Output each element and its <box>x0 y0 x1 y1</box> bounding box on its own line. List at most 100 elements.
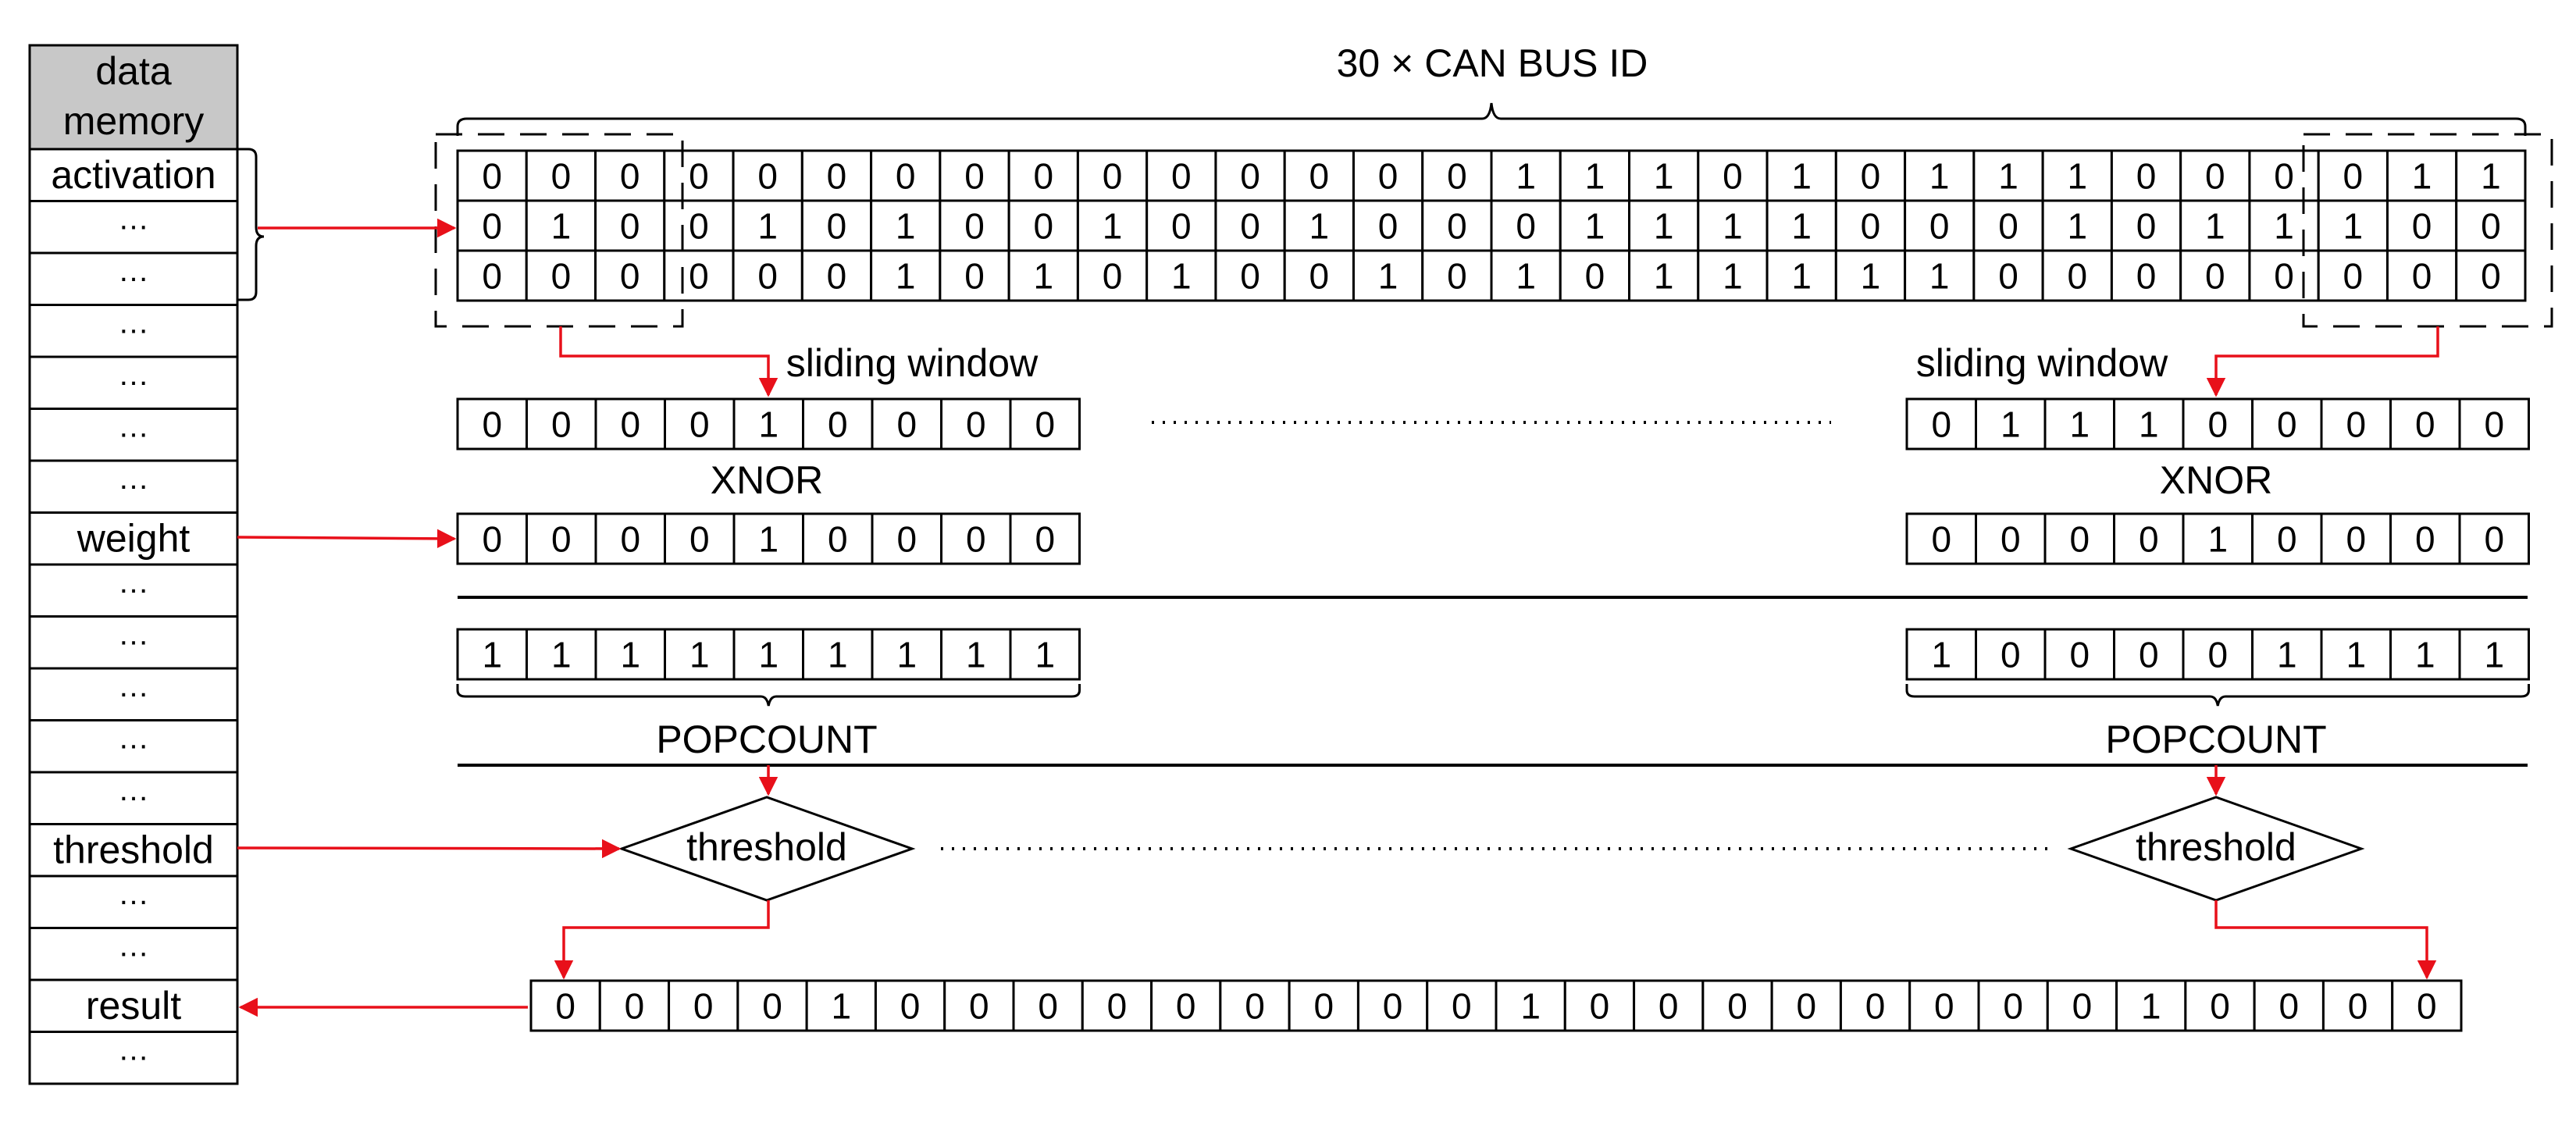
activation-row-3-value: 0 <box>1240 256 1260 297</box>
activation-row-3-cell <box>594 249 666 302</box>
memory-row-9 <box>28 563 239 618</box>
memory-row-ellipsis: … <box>118 461 149 496</box>
memory-row-ellipsis: … <box>118 618 149 652</box>
activation-row-3-value: 1 <box>1791 256 1812 297</box>
flattened-window-left-cell <box>802 397 874 451</box>
result-row-cell <box>736 979 808 1032</box>
activation-row-1-cell <box>594 149 666 202</box>
sliding-window-label-left: sliding window <box>786 341 1039 385</box>
flattened-window-right-value: 0 <box>2484 404 2504 445</box>
result-row-value: 0 <box>1865 986 1886 1027</box>
activation-row-2-value: 0 <box>2136 206 2157 247</box>
activation-row-3-cell <box>1628 249 1700 302</box>
result-row-cell <box>1977 979 2049 1032</box>
activation-row-3-value: 0 <box>2067 256 2087 297</box>
activation-row-3-value: 1 <box>1378 256 1398 297</box>
activation-row-3-value: 0 <box>757 256 778 297</box>
activation-row-1-cell <box>1076 149 1149 202</box>
threshold-arrow <box>237 839 622 859</box>
memory-row-7 <box>28 459 239 514</box>
result-row-cell <box>943 979 1015 1032</box>
result-row-value: 0 <box>1107 986 1128 1027</box>
activation-row-3-cell <box>939 249 1010 302</box>
activation-row-3-cell <box>2317 249 2389 302</box>
xnor-result-left-value: 1 <box>758 635 779 675</box>
flattened-window-left-cell <box>871 397 942 451</box>
activation-row-2-cell <box>1972 199 2044 252</box>
activation-row-2-cell <box>663 199 735 252</box>
weight-row-left-value: 0 <box>689 519 710 560</box>
sliding-window-label-right: sliding window <box>1916 341 2168 385</box>
activation-row-1-value: 1 <box>2481 156 2501 197</box>
activation-row-1-value: 1 <box>1791 156 1812 197</box>
xnor-result-right-value: 0 <box>2207 635 2228 675</box>
weight-row-left-value: 0 <box>828 519 848 560</box>
activation-row-1-value: 0 <box>1723 156 1743 197</box>
memory-row-5 <box>28 355 239 410</box>
activation-row-2-value: 0 <box>827 206 847 247</box>
result-row-cell <box>2184 979 2256 1032</box>
activation-row-1-value: 1 <box>1585 156 1605 197</box>
popcount-label-left: POPCOUNT <box>656 718 877 761</box>
activation-row-2-value: 0 <box>1033 206 1053 247</box>
weight-row-left-cell <box>871 512 942 565</box>
weight-row-right-cell <box>2251 512 2323 565</box>
activation-row-1-cell <box>2179 149 2251 202</box>
xnor-result-left-value: 1 <box>966 635 986 675</box>
flattened-window-right-value: 0 <box>2346 404 2366 445</box>
xnor-result-right-cell <box>1975 628 2047 681</box>
activation-row-2-cell <box>2110 199 2182 252</box>
flattened-window-right-cell <box>1905 397 1977 451</box>
activation-row-2-value: 0 <box>620 206 640 247</box>
activation-row-1-value: 0 <box>2136 156 2157 197</box>
result-row-value: 0 <box>1934 986 1954 1027</box>
weight-row-left-value: 0 <box>620 519 640 560</box>
activation-row-3-value: 1 <box>1033 256 1053 297</box>
activation-row-2-value: 0 <box>964 206 985 247</box>
activation-row-3-value: 0 <box>2274 256 2294 297</box>
activation-row-1-value: 1 <box>1654 156 1674 197</box>
activation-row-1-value: 1 <box>2067 156 2087 197</box>
activation-row-3-value: 0 <box>2481 256 2501 297</box>
weight-row-right-value: 1 <box>2207 519 2228 560</box>
result-row-value: 0 <box>1383 986 1403 1027</box>
flattened-window-left-value: 0 <box>828 404 848 445</box>
activation-row-1-value: 0 <box>482 156 502 197</box>
activation-row-3-cell <box>1007 249 1079 302</box>
result-row-value: 0 <box>1313 986 1334 1027</box>
activation-row-1-value: 0 <box>964 156 985 197</box>
activation-row-2-value: 1 <box>2067 206 2087 247</box>
flattened-window-right-cell <box>1975 397 2047 451</box>
result-row-cell <box>1770 979 1842 1032</box>
diagram-shapes: datamemoryactivation………………weight……………thr… <box>28 44 2553 1085</box>
activation-row-2-value: 0 <box>1171 206 1192 247</box>
activation-row-3-value: 0 <box>482 256 502 297</box>
weight-row-left-value: 1 <box>758 519 779 560</box>
activation-row-2-value: 0 <box>1929 206 1950 247</box>
memory-row-17 <box>28 978 239 1033</box>
memory-row-ellipsis: … <box>118 773 149 807</box>
xnor-result-left-cell <box>732 628 804 681</box>
activation-row-1-value: 0 <box>1447 156 1467 197</box>
activation-row-3-value: 0 <box>551 256 572 297</box>
memory-row-label-threshold: threshold <box>53 828 214 872</box>
result-row-cell <box>1081 979 1153 1032</box>
activation-row-2-value: 0 <box>689 206 709 247</box>
result-row-value: 0 <box>1727 986 1748 1027</box>
memory-row-ellipsis: … <box>118 410 149 444</box>
flattened-window-right-value: 0 <box>2207 404 2228 445</box>
flattened-window-left-cell <box>940 397 1012 451</box>
xnor-label-right: XNOR <box>2160 458 2272 502</box>
memory-row-label-weight: weight <box>77 517 191 561</box>
weight-row-left-cell <box>526 512 597 565</box>
activation-row-2-value: 1 <box>896 206 916 247</box>
activation-row-3-value: 1 <box>1723 256 1743 297</box>
memory-row-ellipsis: … <box>118 565 149 600</box>
flattened-window-right-cell <box>2458 397 2530 451</box>
xnor-result-left-cell <box>456 628 528 681</box>
activation-row-2-value: 0 <box>1447 206 1467 247</box>
activation-row-2-value: 0 <box>2481 206 2501 247</box>
result-row-cell <box>1495 979 1566 1032</box>
activation-row-2-value: 1 <box>1585 206 1605 247</box>
